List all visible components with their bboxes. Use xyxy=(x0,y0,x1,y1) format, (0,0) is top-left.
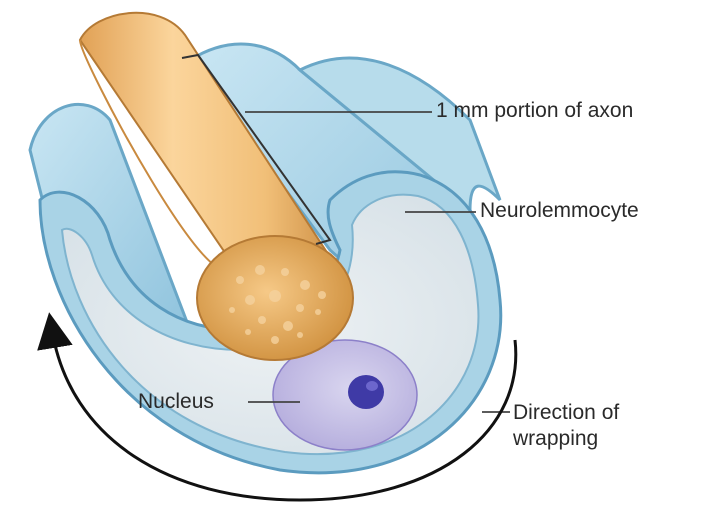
nucleus-cell xyxy=(272,339,418,451)
axon-bracket xyxy=(181,53,332,245)
label-direction-line2: wrapping xyxy=(513,427,599,450)
label-neurolemmocyte: Neurolemmocyte xyxy=(480,199,639,222)
axon xyxy=(78,11,354,361)
label-nucleus: Nucleus xyxy=(138,390,214,413)
leader-lines xyxy=(245,111,510,413)
nucleus-core xyxy=(348,375,384,409)
label-direction-line1: Direction of xyxy=(513,401,620,424)
label-direction: Direction of wrapping xyxy=(513,400,619,452)
label-axon-portion: 1 mm portion of axon xyxy=(436,99,634,122)
wrapping-arrow xyxy=(37,312,518,502)
